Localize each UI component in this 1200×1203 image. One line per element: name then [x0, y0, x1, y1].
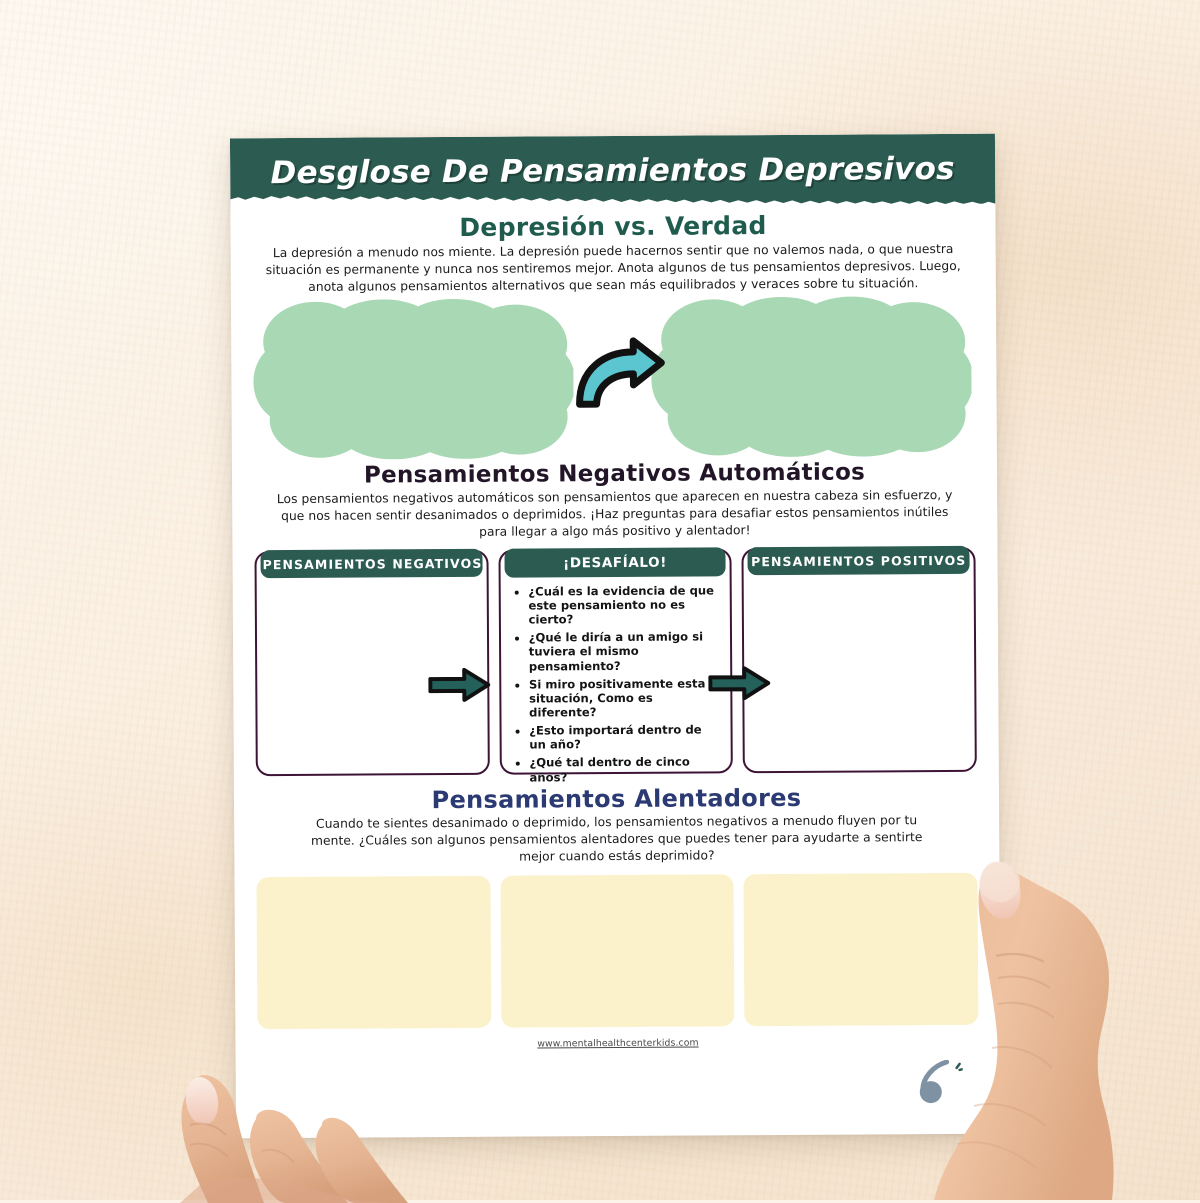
- note-box-1[interactable]: [256, 875, 492, 1029]
- closing-quote-doodle-icon: [919, 1059, 963, 1104]
- positive-thoughts-header: PENSAMIENTOS POSITIVOS: [747, 545, 970, 576]
- section-encouraging-thoughts: Pensamientos Alentadores Cuando te sient…: [234, 782, 1000, 1029]
- column-positive-thoughts: PENSAMIENTOS POSITIVOS: [741, 545, 977, 774]
- three-column-worksheet: PENSAMIENTOS NEGATIVOS ¿Cuál es la evide…: [232, 545, 998, 784]
- list-item: ¿Qué tal dentro de cinco años?: [529, 755, 719, 784]
- positive-thoughts-input-area[interactable]: [741, 546, 977, 774]
- cloud-right-writing-area[interactable]: [651, 296, 972, 458]
- curved-arrow-icon: [576, 337, 665, 408]
- cloud-left-writing-area[interactable]: [253, 298, 574, 460]
- section1-body: La depresión a menudo nos miente. La dep…: [265, 241, 961, 294]
- list-item: ¿Qué le diría a un amigo si tuviera el m…: [529, 630, 719, 674]
- section3-heading: Pensamientos Alentadores: [431, 783, 802, 814]
- note-box-2[interactable]: [500, 874, 735, 1028]
- section1-heading: Depresión vs. Verdad: [459, 211, 767, 242]
- right-hand: [934, 861, 1114, 1200]
- section-depression-vs-truth: Depresión vs. Verdad La depresión a menu…: [230, 210, 997, 466]
- negative-thoughts-header: PENSAMIENTOS NEGATIVOS: [260, 548, 482, 578]
- negative-thoughts-input-area[interactable]: [254, 549, 490, 777]
- arrow-right-icon-1: [428, 667, 491, 702]
- torn-paper-edge-icon: [230, 195, 996, 210]
- cloud-pair: [231, 296, 997, 466]
- left-hand: [180, 1075, 430, 1203]
- encouraging-notes-row: [234, 872, 1000, 1029]
- section-automatic-negative-thoughts: Pensamientos Negativos Automáticos Los p…: [232, 459, 999, 784]
- list-item: ¿Cuál es la evidencia de que este pensam…: [528, 583, 718, 627]
- challenge-questions-box: ¿Cuál es la evidencia de que este pensam…: [498, 548, 734, 784]
- column-negative-thoughts: PENSAMIENTOS NEGATIVOS: [254, 548, 490, 777]
- column-challenge-it: ¿Cuál es la evidencia de que este pensam…: [498, 547, 734, 784]
- arrow-right-icon-2: [708, 666, 771, 701]
- worksheet-page: Desglose De Pensamientos Depresivos Depr…: [229, 133, 1002, 1139]
- list-item: Si miro positivamente esta situación, Co…: [529, 676, 719, 720]
- section3-body: Cuando te sientes desanimado o deprimido…: [310, 812, 923, 864]
- page-banner: Desglose De Pensamientos Depresivos: [229, 133, 996, 210]
- challenge-question-list: ¿Cuál es la evidencia de que este pensam…: [514, 583, 721, 784]
- section2-body: Los pensamientos negativos automáticos s…: [276, 487, 953, 539]
- list-item: ¿Esto importará dentro de un año?: [529, 722, 719, 752]
- challenge-it-header: ¡DESAFÍALO!: [504, 547, 726, 578]
